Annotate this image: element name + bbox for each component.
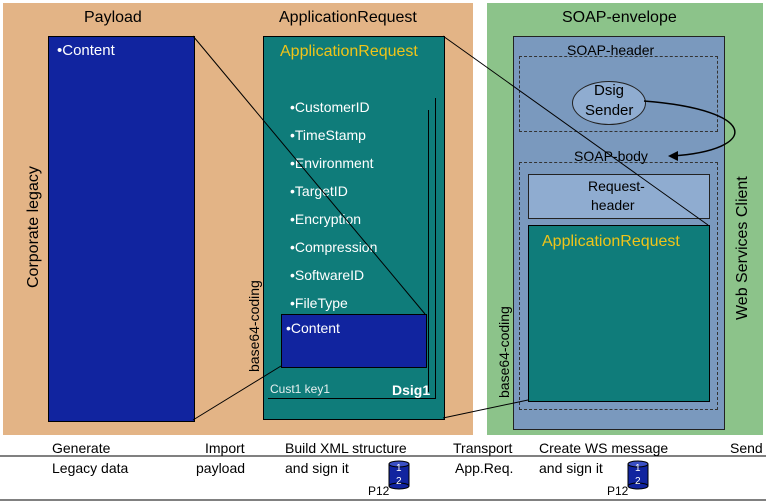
- field-timestamp: •TimeStamp: [290, 127, 366, 143]
- field-file-type: •FileType: [290, 295, 348, 311]
- apprequest-content-box: [281, 314, 427, 368]
- payload-to-content-bottom-line: [192, 365, 282, 421]
- soap-body-region: [519, 162, 718, 410]
- field-customer-id: •CustomerID: [290, 99, 370, 115]
- p12-token-label: P12: [607, 484, 629, 498]
- p12-token-label: P12: [368, 484, 390, 498]
- step-build-line2: and sign it: [285, 460, 349, 476]
- step-create-ws-line2: and sign it: [539, 460, 603, 476]
- field-target-id: •TargetID: [290, 183, 348, 199]
- cust1-key1-label: Cust1 key1: [270, 382, 331, 396]
- step-send-line1: Send: [730, 440, 763, 456]
- dsig-sender-line2: Sender: [585, 102, 634, 119]
- field-environment: •Environment: [290, 155, 374, 171]
- apprequest-box-title: ApplicationRequest: [280, 43, 418, 60]
- step-transport-line2: App.Req.: [455, 460, 514, 476]
- field-software-id: •SoftwareID: [290, 267, 365, 283]
- apprequest-content-label: •Content: [286, 320, 340, 336]
- apprequest-to-soap-bottom-line: [442, 399, 529, 419]
- p12-token-top: 1: [635, 463, 641, 474]
- step-import-line1: Import: [205, 440, 245, 456]
- payload-title: Payload: [84, 9, 142, 26]
- apprequest-panel-title: ApplicationRequest: [279, 9, 417, 26]
- dsig-to-body-arrowhead: [668, 151, 678, 161]
- dsig-sender-ellipse: [572, 81, 646, 125]
- step-generate-line1: Generate: [52, 440, 111, 456]
- request-header-line2: header: [591, 197, 635, 213]
- field-compression: •Compression: [290, 239, 378, 255]
- field-encryption: •Encryption: [290, 211, 362, 227]
- payload-content: •Content: [57, 42, 115, 59]
- apprequest-inner-bracket-1: [268, 98, 436, 399]
- soap-envelope-title: SOAP-envelope: [562, 9, 677, 26]
- p12-token-bottom: 2: [396, 476, 402, 487]
- apprequest-to-soap-top-line: [442, 35, 709, 226]
- payload-to-content-top-line: [192, 35, 426, 315]
- step-transport-line1: Transport: [453, 440, 513, 456]
- p12-token-icon: [388, 460, 410, 490]
- step-create-ws-line1: Create WS message: [539, 440, 669, 456]
- step-build-line1: Build XML structure: [285, 440, 407, 456]
- dsig1-label: Dsig1: [392, 382, 431, 398]
- p12-token-top: 1: [396, 463, 402, 474]
- dsig-to-body-arrow: [643, 100, 736, 157]
- apprequest-inner-bracket-2: [268, 110, 429, 392]
- soap-header-region: [519, 56, 718, 132]
- dsig-sender-line1: Dsig: [594, 82, 625, 99]
- payload-box: [48, 36, 195, 422]
- soap-apprequest-title: ApplicationRequest: [542, 233, 680, 250]
- soap-header-label: SOAP-header: [567, 42, 655, 58]
- step-generate-line2: Legacy data: [52, 460, 129, 476]
- step-import-line2: payload: [196, 460, 246, 476]
- p12-token-icon: [627, 460, 649, 490]
- request-header-line1: Request-: [588, 178, 645, 194]
- soap-apprequest-box: [528, 225, 710, 402]
- p12-token-bottom: 2: [635, 476, 641, 487]
- request-header-box: [528, 174, 710, 219]
